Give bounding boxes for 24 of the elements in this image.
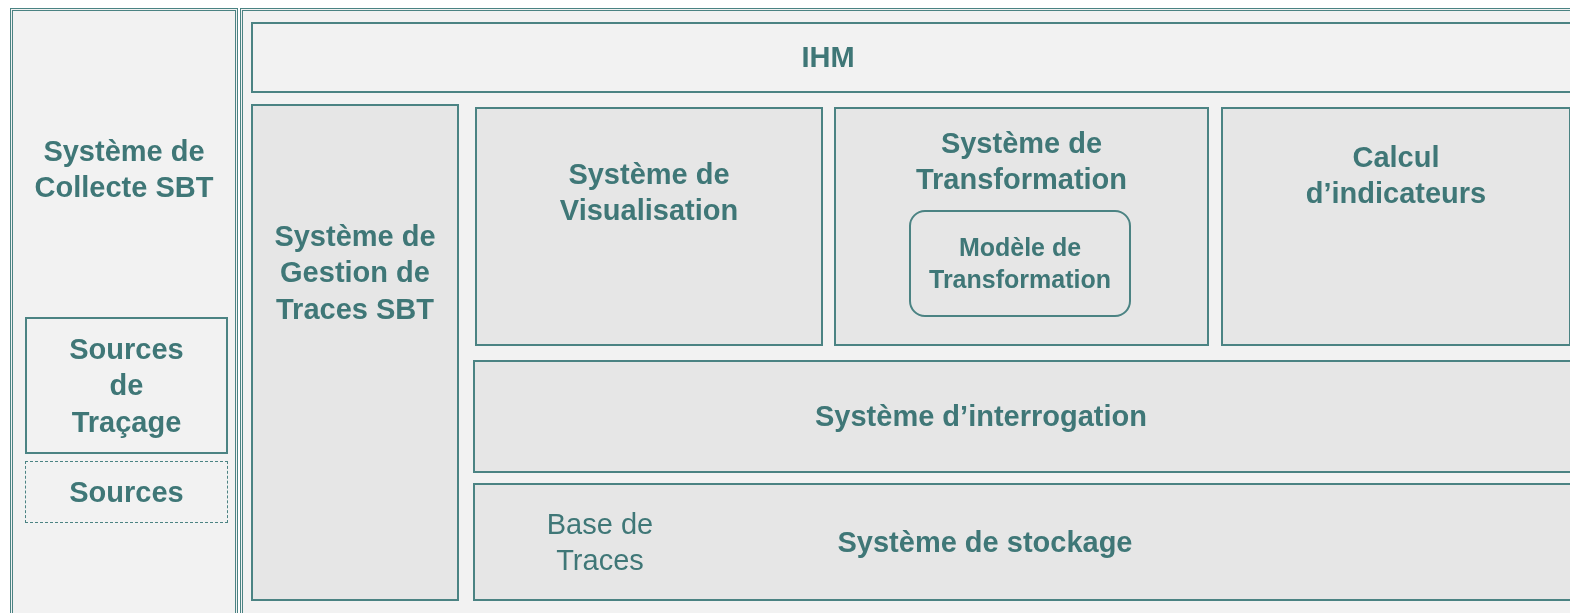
panel-box — [834, 107, 1209, 346]
box-title: Calcul d’indicateurs — [1304, 140, 1488, 212]
component-box — [251, 22, 1570, 93]
component-box — [909, 210, 1131, 317]
box-title: Sources — [69, 474, 184, 510]
component-box — [25, 317, 228, 454]
box-title: Système de Gestion de Traces SBT — [273, 219, 437, 327]
box-title: Système de Visualisation — [558, 157, 740, 229]
panel-box — [10, 8, 238, 613]
box-title: Système de Collecte SBT — [33, 134, 215, 206]
component-box — [473, 483, 1570, 601]
component-box — [25, 461, 228, 523]
box-title: Système de Transformation — [914, 126, 1129, 198]
box-title: Modèle de Transformation — [928, 232, 1112, 295]
panel-box — [240, 8, 1570, 613]
box-title: Sources de Traçage — [68, 332, 185, 440]
box-title: Système de stockage — [837, 524, 1133, 560]
component-box — [251, 104, 459, 601]
box-title: IHM — [801, 40, 855, 76]
component-box — [473, 360, 1570, 473]
component-box — [475, 107, 823, 346]
component-box — [1221, 107, 1570, 346]
box-title: Système d’interrogation — [815, 399, 1147, 435]
box-label: Base de Traces — [545, 506, 655, 578]
